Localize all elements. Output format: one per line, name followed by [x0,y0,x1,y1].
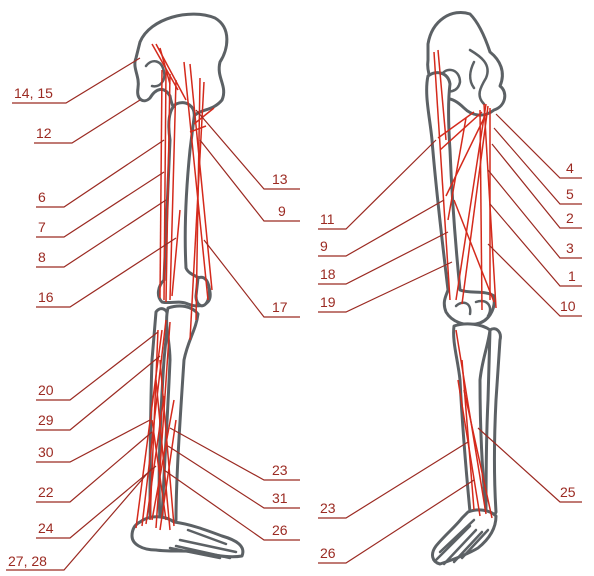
label-23-right: 23 [320,500,336,516]
leader-18 [318,232,448,284]
label-7: 7 [38,219,46,235]
label-27-28: 27, 28 [8,553,47,569]
label-12: 12 [36,125,52,141]
leader-19 [318,262,452,312]
label-18: 18 [320,266,336,282]
leader-16 [36,238,176,307]
label-20: 20 [38,382,54,398]
label-23-left: 23 [272,462,288,478]
label-17: 17 [272,299,288,315]
leader-9-right [318,200,444,256]
label-19: 19 [320,294,336,310]
label-22: 22 [38,484,54,500]
label-4: 4 [566,160,574,176]
label-3: 3 [566,240,574,256]
label-25: 25 [560,484,576,500]
label-30: 30 [38,444,54,460]
label-6: 6 [38,189,46,205]
label-24: 24 [38,520,54,536]
leader-20 [36,332,158,400]
label-13: 13 [272,171,288,187]
label-26-right: 26 [320,545,336,561]
leader-7 [36,172,164,237]
leader-29 [36,356,160,430]
leader-6 [36,140,164,207]
right-fibula [486,329,500,517]
label-1: 1 [568,268,576,284]
label-2: 2 [566,210,574,226]
label-8: 8 [38,249,46,265]
right-leg-skeleton [427,12,505,564]
label-16: 16 [38,289,54,305]
label-31: 31 [272,490,288,506]
label-26-left: 26 [272,522,288,538]
leader-11 [318,140,436,229]
label-10: 10 [560,298,576,314]
left-muscle-line [160,70,162,298]
label-11: 11 [320,211,335,227]
label-9-right: 9 [320,238,328,254]
label-14-15: 14, 15 [14,85,53,101]
label-5: 5 [566,186,574,202]
left-tibia [162,306,198,525]
right-muscle-line [480,110,482,310]
leader-23-right [318,442,468,518]
label-9-left: 9 [278,203,286,219]
label-29: 29 [38,412,54,428]
